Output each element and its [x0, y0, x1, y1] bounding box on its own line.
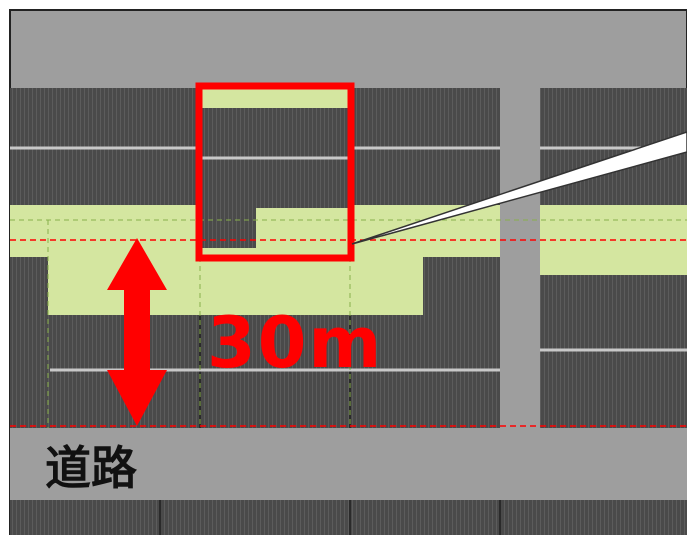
road-label: 道路 — [45, 441, 137, 495]
building-block-bottom — [10, 500, 687, 535]
double-arrow-vertical-icon — [107, 238, 167, 426]
highlight-box — [195, 82, 355, 262]
callout-pointer — [351, 131, 687, 245]
boundary-lines — [10, 239, 687, 427]
zone-guides — [10, 219, 687, 428]
distance-label: 30m — [207, 302, 384, 384]
road-band — [10, 428, 687, 500]
